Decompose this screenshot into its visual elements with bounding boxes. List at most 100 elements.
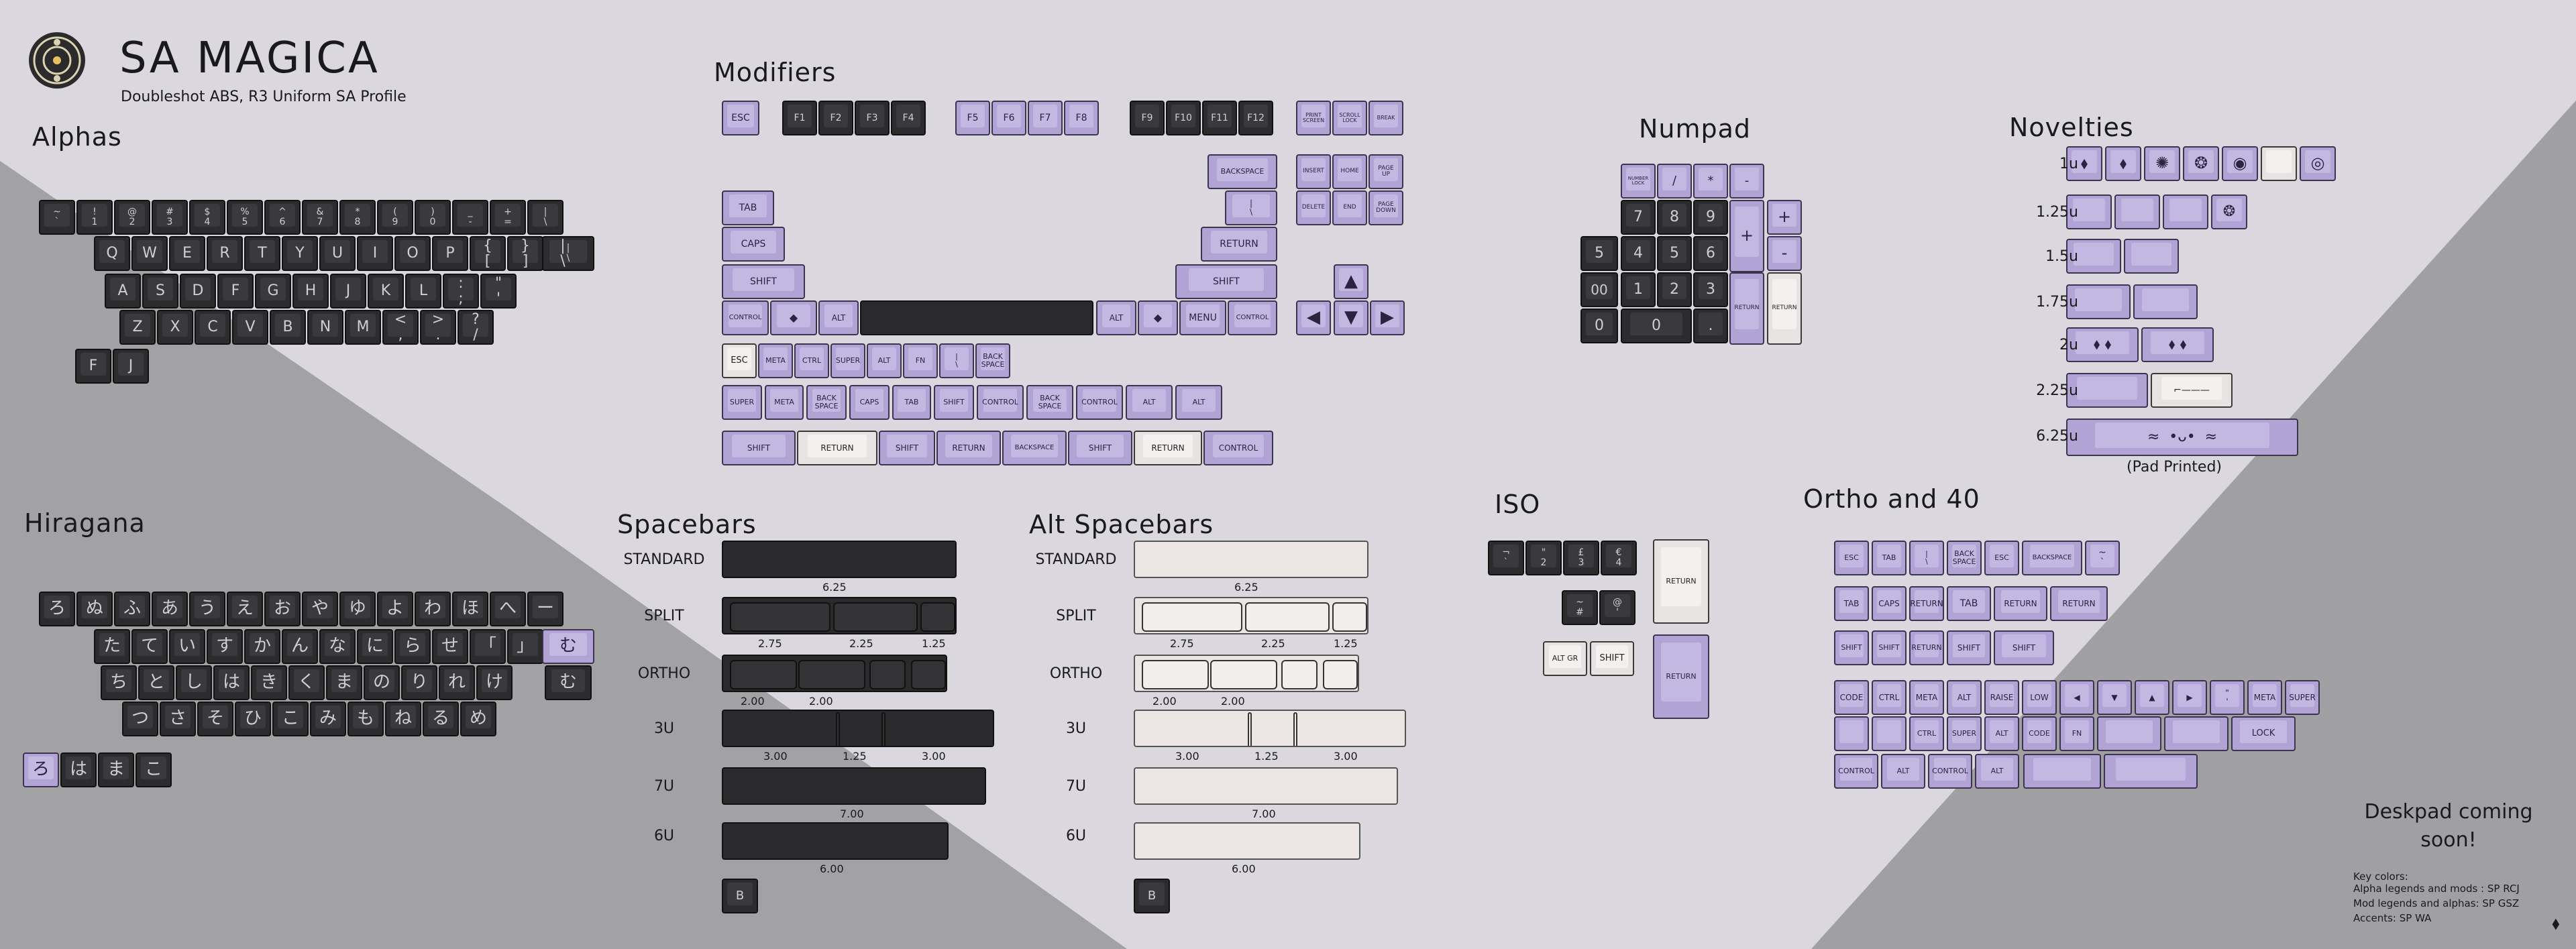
b-key: B — [722, 879, 758, 913]
spacebar-row-label: 6U — [653, 828, 675, 844]
hiragana-key: こ — [272, 702, 309, 736]
ortho-key: SUPER — [2285, 680, 2320, 715]
alpha-key: G — [255, 274, 291, 309]
numpad-key: 3 — [1693, 272, 1728, 307]
mod-key: CONTROL — [1076, 385, 1123, 420]
ortho-key: BACKSPACE — [2022, 541, 2082, 575]
novelty-key: ◎ — [2300, 146, 2336, 181]
caps-key: CAPS — [722, 227, 785, 262]
alpha-key: D — [180, 274, 216, 309]
numpad-key: 7 — [1621, 200, 1656, 235]
alt-key: ALT — [818, 300, 859, 335]
spacebar-6u — [722, 822, 949, 860]
mod-key: SHIFT — [934, 385, 974, 420]
spacebar-size-label: 1.25 — [1254, 750, 1279, 763]
spacebar-ortho — [722, 655, 947, 692]
mod-key: SHIFT — [1068, 431, 1132, 465]
spacebar-segment — [836, 712, 840, 746]
spacebar-split — [722, 597, 957, 634]
numpad-key: 5 — [1580, 236, 1618, 271]
spacebar-segment — [1248, 712, 1252, 746]
hiragana-key: う — [189, 592, 225, 626]
esc-key: ESC — [722, 101, 759, 135]
function-key: F9 — [1130, 101, 1165, 135]
arrow-key: ▼ — [1334, 300, 1368, 335]
spacebar-3u — [1134, 710, 1406, 747]
ortho-key: CODE — [1834, 680, 1869, 715]
alpha-key: Y — [282, 236, 318, 271]
mod-key: META — [758, 343, 793, 378]
novelty-key — [2066, 194, 2112, 229]
spacebar-size-label: 6.25 — [1234, 581, 1258, 594]
nav-key: END — [1332, 190, 1367, 225]
numpad-key: . — [1693, 309, 1728, 343]
spacebar-standard — [722, 541, 957, 578]
spacebar-size-label: 6.25 — [822, 581, 847, 594]
mod-key: ALT — [1175, 385, 1222, 420]
ortho-key: ALT — [1947, 680, 1982, 715]
spacebar-size-label: 3.00 — [1334, 750, 1358, 763]
control-key: CONTROL — [1228, 300, 1277, 335]
alpha-key: > . — [420, 310, 456, 345]
novelty-key — [2163, 194, 2208, 229]
ortho-key: ALT — [1984, 716, 2019, 751]
alpha-key: P — [432, 236, 468, 271]
mod-key: RETURN — [936, 431, 1001, 465]
hiragana-key: わ — [415, 592, 451, 626]
ortho-key: CAPS — [1872, 586, 1907, 621]
ortho-key — [2097, 716, 2161, 751]
ortho-key: RAISE — [1984, 680, 2019, 715]
spacebar-size-label: 2.25 — [849, 637, 873, 650]
hiragana-key: ら — [394, 629, 431, 664]
spacebar-size-label: 2.75 — [1170, 637, 1194, 650]
hiragana-key: え — [227, 592, 263, 626]
spacebar-segment — [798, 660, 865, 689]
ortho-key: TAB — [1872, 541, 1907, 575]
spacebar-row-label: ORTHO — [637, 665, 691, 682]
alpha-key: V — [232, 310, 268, 345]
alpha-key: ~ ` — [39, 200, 75, 235]
novelty-key — [2066, 373, 2148, 408]
arrow-key: ▶ — [1370, 300, 1405, 335]
return-key: RETURN — [1201, 227, 1277, 262]
novelty-key: ≈ •ᴗ• ≈ — [2066, 418, 2298, 456]
ortho-key: CODE — [2022, 716, 2057, 751]
spacebar-segment — [1210, 660, 1277, 689]
mod-key: ALT — [1126, 385, 1173, 420]
hiragana-key: に — [357, 629, 393, 664]
numpad-key: 0 — [1621, 309, 1692, 343]
spacebar-size-label: 2.00 — [741, 695, 765, 708]
key-colors-title: Key colors: — [2353, 871, 2408, 883]
alpha-key: K — [368, 274, 404, 309]
hiragana-key: 」 — [507, 629, 543, 664]
numpad-key: * — [1693, 164, 1728, 199]
ortho-key: META — [1909, 680, 1944, 715]
alpha-key: J — [113, 349, 149, 384]
ortho-key — [2104, 754, 2198, 789]
novelty-key: ❂ — [2211, 194, 2247, 229]
hiragana-key: ゆ — [339, 592, 376, 626]
ortho-key: ▶ — [2172, 680, 2207, 715]
control-key: CONTROL — [722, 300, 769, 335]
ortho-key: ◀ — [2059, 680, 2094, 715]
ortho-key: SHIFT — [1872, 630, 1907, 665]
hiragana-key: け — [476, 665, 513, 700]
numpad-key: + — [1729, 200, 1764, 272]
section-spacebars: Spacebars — [617, 510, 757, 539]
b-key: B — [1134, 879, 1170, 913]
novelty-key — [2133, 284, 2198, 319]
alpha-key: * 8 — [339, 200, 376, 235]
spacebar-size-label: 7.00 — [1252, 807, 1276, 820]
section-iso: ISO — [1495, 490, 1541, 519]
novelty-key — [2114, 194, 2160, 229]
hiragana-key: め — [460, 702, 496, 736]
spacebar-size-label: 2.75 — [758, 637, 782, 650]
novelty-key: ◉ — [2222, 146, 2258, 181]
mod-key: BACKSPACE — [1002, 431, 1067, 465]
mod-key: SUPER — [722, 385, 762, 420]
spacebar-3u — [722, 710, 994, 747]
spacebar-segment — [1142, 602, 1242, 632]
hiragana-key: た — [94, 629, 130, 664]
section-alt-spacebars: Alt Spacebars — [1029, 510, 1214, 539]
spacebar-segment — [1332, 602, 1367, 632]
